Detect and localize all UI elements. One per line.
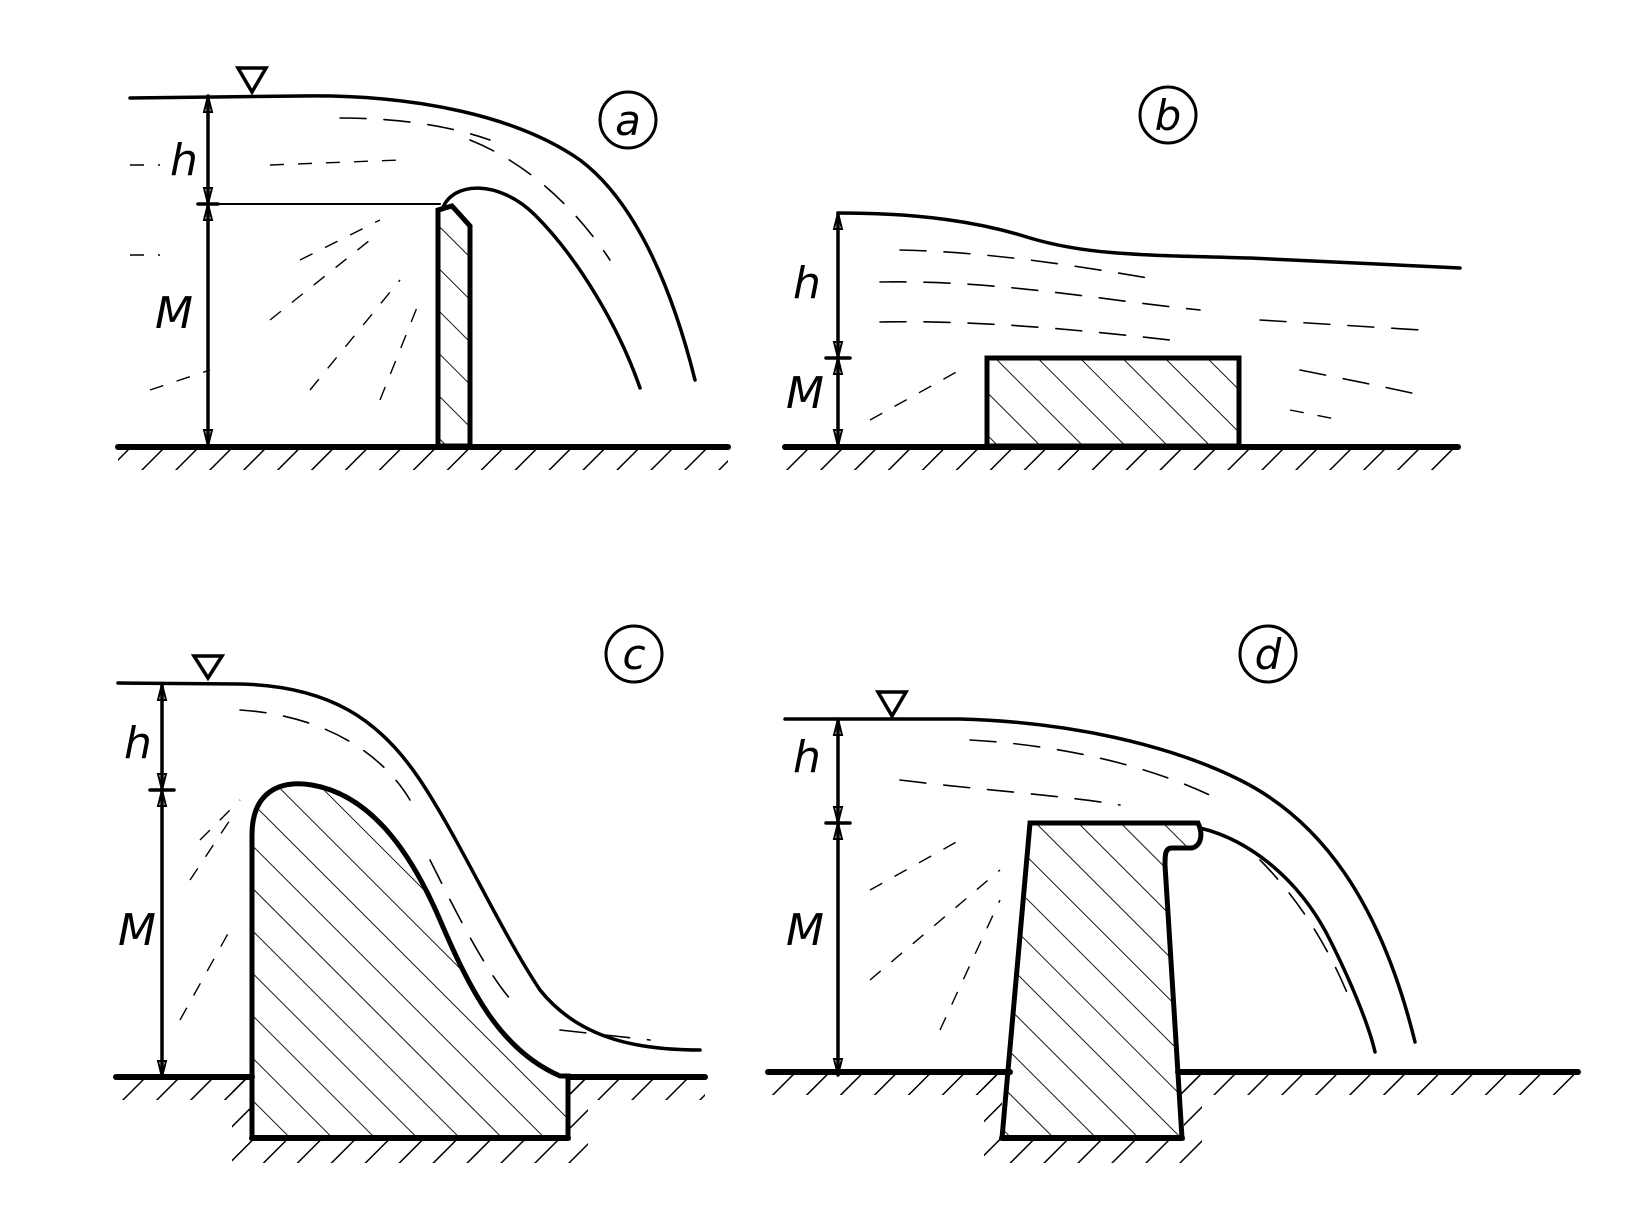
ogee-weir-body	[249, 781, 571, 1141]
water-surface	[783, 717, 1417, 1044]
weir-block	[984, 355, 1242, 449]
weir-plate	[435, 203, 473, 449]
water-surface	[836, 211, 1462, 270]
svg-text:b: b	[1155, 91, 1182, 140]
panel-c: c h M	[113, 624, 708, 1163]
label-m: M	[786, 368, 824, 419]
svg-text:d: d	[1255, 630, 1282, 679]
nappe-lower	[440, 186, 642, 390]
svg-text:c: c	[622, 630, 645, 679]
label-h: h	[793, 258, 821, 309]
label-m: M	[118, 905, 156, 956]
label-m: M	[786, 905, 824, 956]
label-h: h	[793, 732, 821, 783]
badge-b: b	[1138, 85, 1198, 145]
ground	[765, 1069, 1581, 1163]
dam-body	[999, 820, 1204, 1141]
panel-a: a h M	[115, 66, 731, 470]
water-surface	[128, 94, 697, 382]
badge-a: a	[598, 90, 658, 150]
flow-lines	[869, 739, 1351, 1031]
badge-d: d	[1238, 624, 1298, 684]
free-surface-symbol	[234, 66, 270, 96]
label-h: h	[124, 718, 152, 769]
badge-c: c	[604, 624, 664, 684]
panel-d: d h M	[765, 624, 1581, 1163]
free-surface-symbol	[190, 654, 226, 682]
label-h: h	[170, 135, 198, 186]
label-m: M	[155, 288, 193, 339]
water-surface	[116, 681, 702, 1052]
free-surface-symbol	[874, 690, 910, 720]
flow-lines	[130, 117, 611, 401]
ground	[113, 1074, 708, 1163]
panel-b: b h M	[782, 85, 1462, 470]
flow-lines	[179, 709, 651, 1041]
flow-lines	[869, 249, 1421, 421]
nappe-lower	[1198, 826, 1377, 1054]
svg-text:a: a	[615, 96, 641, 145]
